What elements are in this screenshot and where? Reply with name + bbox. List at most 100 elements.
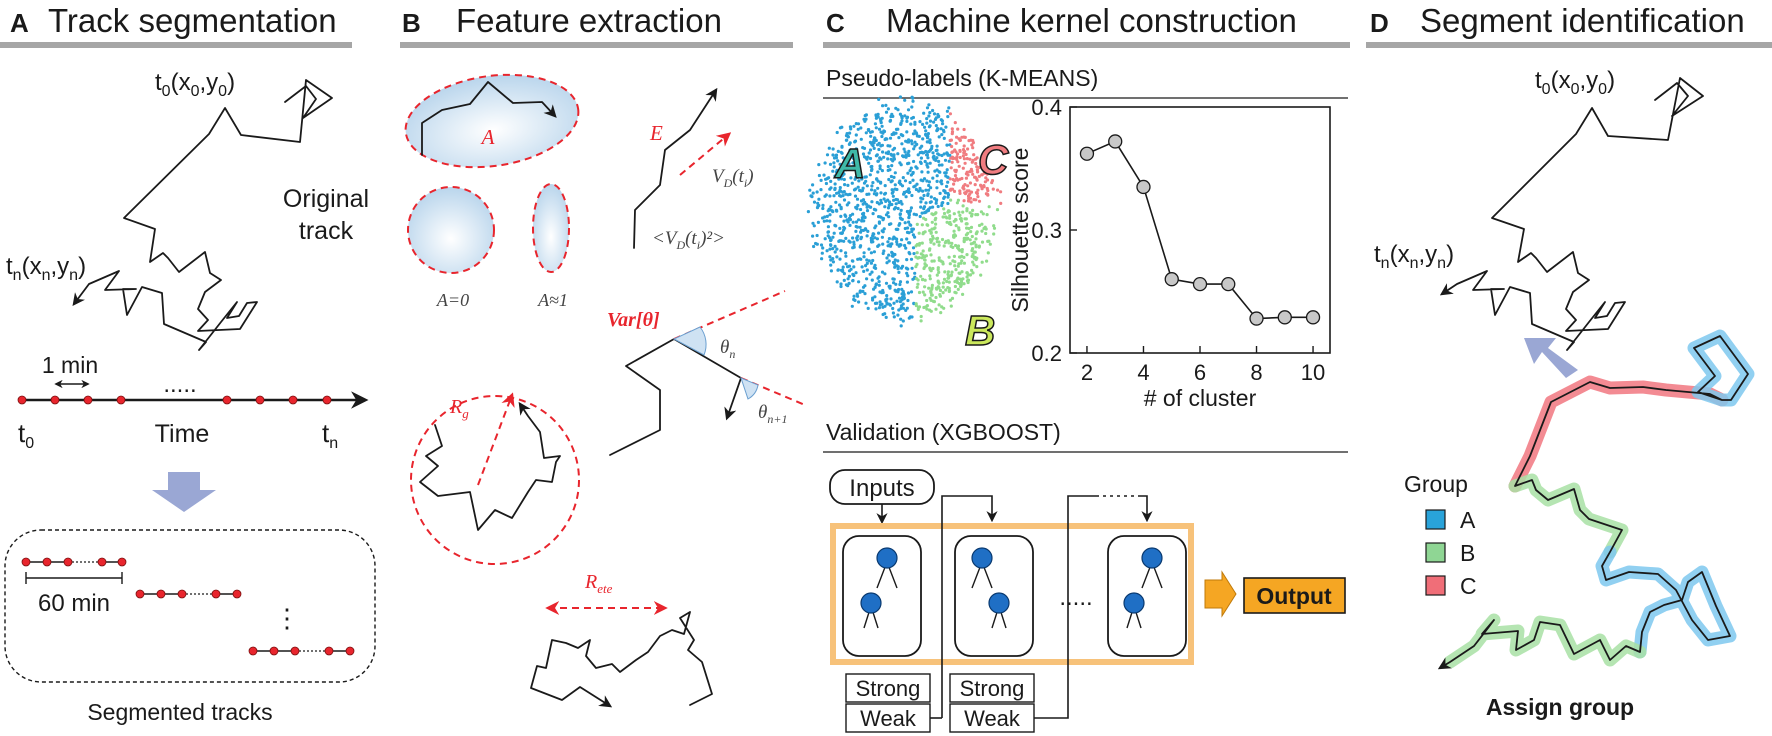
panel-c-header-bar <box>823 42 1350 48</box>
scatter-point <box>879 180 883 184</box>
scatter-point <box>969 200 973 204</box>
scatter-point <box>875 237 880 241</box>
scatter-point <box>927 286 931 290</box>
scatter-point <box>927 188 931 192</box>
scatter-point <box>974 213 978 217</box>
scatter-point <box>825 153 830 157</box>
scatter-point <box>811 183 815 187</box>
assigned-track <box>1437 329 1755 670</box>
scatter-point <box>911 132 916 136</box>
scatter-point <box>912 147 916 151</box>
scatter-point <box>854 229 858 233</box>
scatter-point <box>896 259 900 263</box>
scatter-point <box>949 304 953 308</box>
scatter-point <box>953 148 957 152</box>
scatter-point <box>932 242 936 246</box>
asymmetry-narrow-ellipse <box>532 183 570 273</box>
scatter-point <box>952 189 957 193</box>
scatter-point <box>865 258 869 262</box>
scatter-point <box>917 231 921 235</box>
scatter-point <box>956 287 960 291</box>
scatter-point <box>914 187 919 192</box>
scatter-point <box>911 277 915 281</box>
scatter-point <box>865 268 869 272</box>
scatter-point <box>850 181 854 185</box>
scatter-point <box>927 248 932 252</box>
scatter-point <box>920 278 925 282</box>
scatter-point <box>881 312 885 317</box>
scatter-point <box>977 174 981 178</box>
scatter-point <box>909 206 914 210</box>
scatter-point <box>849 165 853 169</box>
scatter-point <box>888 118 893 122</box>
scatter-point <box>911 246 916 250</box>
tree-1 <box>842 535 922 657</box>
scatter-point <box>907 231 911 235</box>
scatter-point <box>879 144 883 148</box>
legend-swatch <box>1425 575 1446 596</box>
scatter-point <box>896 267 900 271</box>
scatter-point <box>828 194 832 198</box>
scatter-point <box>930 283 935 287</box>
scatter-point <box>859 189 863 193</box>
scatter-point <box>885 256 889 260</box>
scatter-point <box>972 153 976 157</box>
scatter-point <box>956 198 961 202</box>
scatter-point <box>966 278 971 282</box>
scatter-point <box>935 186 939 190</box>
scatter-point <box>887 253 891 257</box>
scatter-point <box>859 199 864 203</box>
scatter-point <box>914 265 918 269</box>
scatter-point <box>940 119 945 123</box>
scatter-point <box>925 106 930 110</box>
scatter-point <box>847 274 852 278</box>
scatter-point <box>811 191 815 195</box>
scatter-point <box>829 258 833 262</box>
scatter-point <box>877 127 882 131</box>
scatter-point <box>844 283 849 287</box>
scatter-point <box>908 169 912 173</box>
scatter-point <box>887 237 892 241</box>
scatter-point <box>887 150 891 154</box>
scatter-point <box>937 303 941 307</box>
scatter-point <box>942 211 947 216</box>
output-arrow-icon <box>1204 570 1237 618</box>
panel-b-letter: B <box>402 8 421 38</box>
scatter-point <box>971 141 976 145</box>
scatter-point <box>819 178 823 182</box>
scatter-point <box>934 230 938 234</box>
scatter-point <box>900 119 904 123</box>
assign-arrow-icon <box>1524 338 1578 378</box>
scatter-point <box>895 187 899 192</box>
scatter-point <box>960 219 964 223</box>
scatter-point <box>960 254 964 258</box>
scatter-point <box>956 152 960 156</box>
scatter-point <box>973 175 977 179</box>
scatter-point <box>927 140 931 144</box>
scatter-point <box>913 271 917 275</box>
scatter-point <box>820 251 824 255</box>
scatter-point <box>938 170 942 174</box>
scatter-point <box>996 188 1000 192</box>
scatter-point <box>923 255 927 259</box>
angle-extension-1 <box>673 290 786 340</box>
scatter-point <box>876 170 880 174</box>
scatter-point <box>932 112 937 116</box>
scatter-point <box>840 145 844 149</box>
scatter-point <box>927 180 932 184</box>
scatter-point <box>921 249 925 253</box>
scatter-point <box>867 151 871 155</box>
scatter-point <box>953 260 957 264</box>
scatter-point <box>846 183 850 187</box>
scatter-point <box>932 259 936 263</box>
scatter-point <box>945 220 949 224</box>
scatter-point <box>898 243 902 247</box>
scatter-point <box>833 250 837 254</box>
scatter-point <box>811 234 815 238</box>
scatter-point <box>887 302 892 306</box>
scatter-point <box>926 170 930 174</box>
scatter-point <box>950 144 954 149</box>
scatter-point <box>872 207 877 211</box>
scatter-point <box>929 195 933 199</box>
gyration-track <box>419 401 561 531</box>
